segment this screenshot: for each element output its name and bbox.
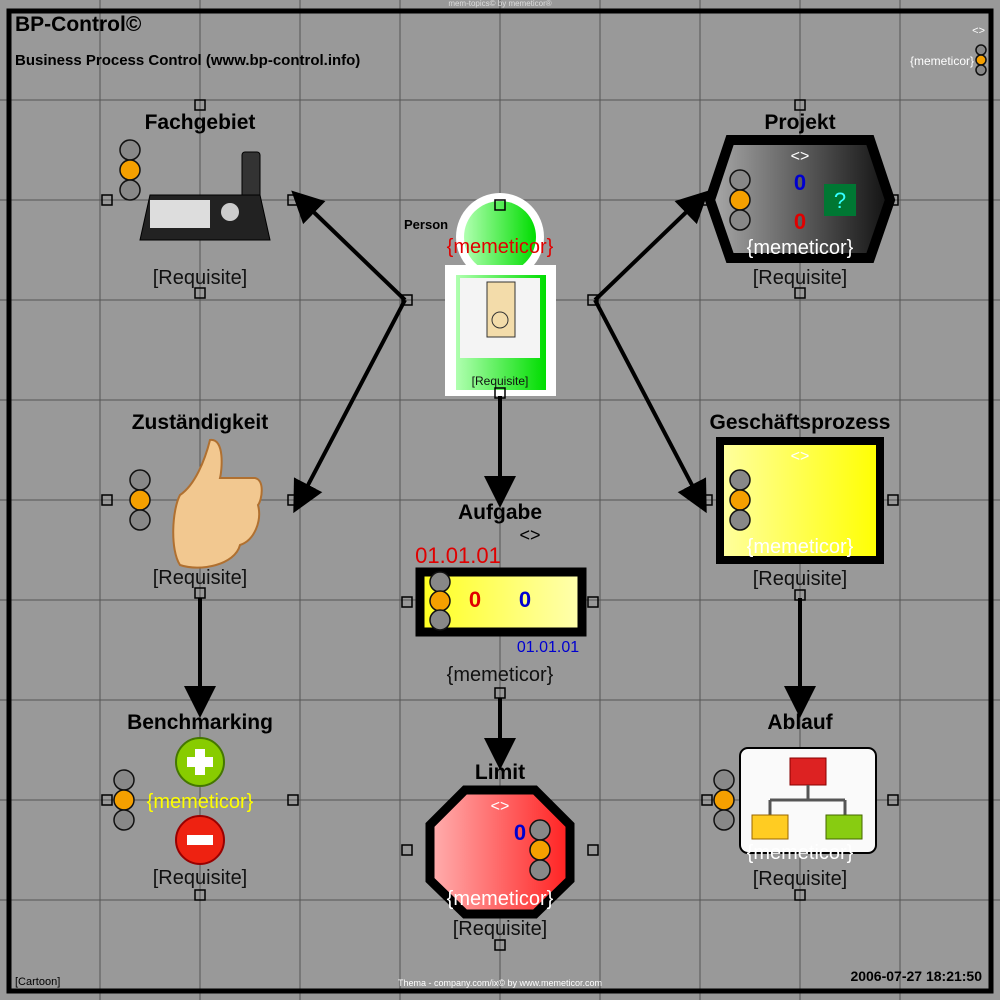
arrow-person-zustaendigkeit bbox=[293, 299, 407, 514]
arrows-label[interactable]: <> bbox=[491, 798, 510, 815]
traffic-light-icon bbox=[529, 819, 551, 881]
connector-handles[interactable] bbox=[101, 99, 899, 951]
memeticor-label: {memeticor} bbox=[447, 888, 554, 910]
phone-device-icon bbox=[139, 151, 271, 241]
arrow-person-projekt bbox=[593, 190, 709, 302]
memeticor-label: {memeticor} bbox=[147, 791, 254, 813]
traffic-light-icon bbox=[119, 139, 141, 201]
count-red: 0 bbox=[794, 209, 806, 234]
avatar bbox=[460, 278, 540, 358]
node-title: Limit bbox=[475, 761, 525, 784]
count-blue: 0 bbox=[794, 170, 806, 195]
minus-icon bbox=[175, 815, 225, 865]
requisite-label: [Requisite] bbox=[753, 868, 848, 890]
date-red: 01.01.01 bbox=[415, 543, 501, 568]
node-title: Projekt bbox=[764, 111, 835, 134]
plus-icon bbox=[175, 737, 225, 787]
traffic-light-icon bbox=[129, 469, 151, 531]
node-geschaeftsprozess[interactable]: Geschäftsprozess <> {memeticor} [Requisi… bbox=[710, 411, 891, 590]
traffic-light-icon bbox=[429, 571, 451, 631]
node-title: Fachgebiet bbox=[145, 111, 256, 134]
node-fachgebiet[interactable]: Fachgebiet [Requisite] bbox=[119, 111, 271, 289]
requisite-label: [Requisite] bbox=[753, 568, 848, 590]
app-title: BP-Control© bbox=[15, 13, 142, 36]
arrow-person-fachgebiet bbox=[291, 190, 407, 302]
arrow-person-geschaeftsprozess bbox=[593, 299, 707, 514]
traffic-light-icon bbox=[729, 169, 751, 231]
node-title: Aufgabe bbox=[458, 501, 542, 524]
corner-traffic-light-icon bbox=[975, 44, 987, 76]
thumbs-up-icon bbox=[172, 439, 263, 569]
requisite-label: [Requisite] bbox=[472, 374, 529, 388]
count-blue: 0 bbox=[514, 820, 526, 845]
requisite-label: [Requisite] bbox=[153, 867, 248, 889]
corner-memeticor: {memeticor} bbox=[910, 54, 974, 68]
flowchart-icon bbox=[739, 747, 877, 854]
arrows-label[interactable]: <> bbox=[791, 448, 810, 465]
footer-center: Thema - company.com/ix© by www.memeticor… bbox=[398, 978, 602, 988]
node-benchmarking[interactable]: Benchmarking {memeticor} [Requisite] bbox=[113, 711, 273, 889]
frame-border bbox=[6, 8, 994, 994]
timestamp: 2006-07-27 18:21:50 bbox=[850, 968, 982, 984]
node-title: Ablauf bbox=[767, 711, 833, 734]
requisite-label: [Requisite] bbox=[153, 567, 248, 589]
app-subtitle: Business Process Control (www.bp-control… bbox=[15, 52, 360, 69]
node-title: Person bbox=[404, 217, 448, 232]
corner-arrows[interactable]: <> bbox=[972, 25, 985, 37]
date-blue: 01.01.01 bbox=[517, 639, 579, 656]
node-limit[interactable]: Limit <> 0 {memeticor} [Requisite] bbox=[425, 761, 575, 940]
arrows-label[interactable]: <> bbox=[519, 525, 540, 545]
count-red: 0 bbox=[469, 587, 481, 612]
node-title: Zuständigkeit bbox=[132, 411, 269, 434]
node-ablauf[interactable]: Ablauf {memeticor} [Requisite] bbox=[713, 711, 877, 890]
traffic-light-icon bbox=[713, 769, 735, 831]
memeticor-label: {memeticor} bbox=[747, 842, 854, 864]
traffic-light-icon bbox=[113, 769, 135, 831]
memeticor-label: {memeticor} bbox=[447, 236, 554, 258]
footer-left: [Cartoon] bbox=[15, 976, 60, 988]
memeticor-label: {memeticor} bbox=[747, 536, 854, 558]
node-person[interactable]: Person {memeticor} [Requisite] bbox=[404, 193, 556, 396]
memeticor-label: {memeticor} bbox=[447, 664, 554, 686]
svg-text:?: ? bbox=[834, 188, 846, 213]
requisite-label: [Requisite] bbox=[753, 267, 848, 289]
traffic-light-icon bbox=[729, 469, 751, 531]
requisite-label: [Requisite] bbox=[153, 267, 248, 289]
node-zustaendigkeit[interactable]: Zuständigkeit [Requisite] bbox=[129, 411, 269, 589]
node-title: Geschäftsprozess bbox=[710, 411, 891, 434]
node-projekt[interactable]: Projekt <> 0 0 ? {memeticor} [Requisite] bbox=[704, 111, 896, 289]
arrows-label[interactable]: <> bbox=[791, 148, 810, 165]
requisite-label: [Requisite] bbox=[453, 918, 548, 940]
help-icon[interactable]: ? bbox=[824, 184, 856, 216]
node-aufgabe[interactable]: Aufgabe <> 01.01.01 0 0 01.01.01 {memeti… bbox=[415, 501, 587, 686]
memeticor-label: {memeticor} bbox=[747, 237, 854, 259]
connections bbox=[184, 190, 816, 770]
node-title: Benchmarking bbox=[127, 711, 273, 734]
top-note: mem-topics© by memeticor® bbox=[448, 0, 551, 8]
count-blue: 0 bbox=[519, 587, 531, 612]
